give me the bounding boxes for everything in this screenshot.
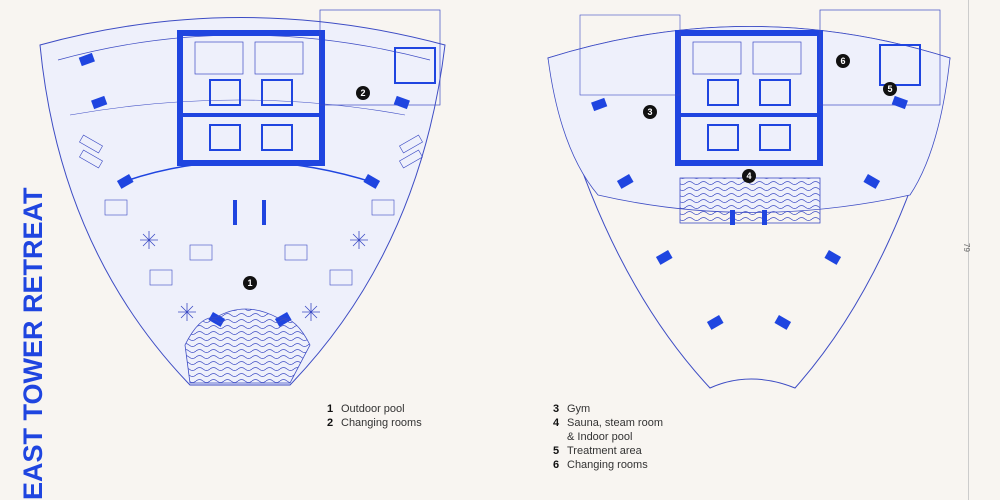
palm-trees xyxy=(140,231,368,321)
legend-label: Sauna, steam room xyxy=(567,417,663,429)
svg-text:1: 1 xyxy=(247,278,252,288)
legend-num: 4 xyxy=(553,417,560,429)
svg-text:4: 4 xyxy=(746,171,751,181)
legend-item-continued: & Indoor pool xyxy=(553,430,663,444)
marker-5: 5 xyxy=(883,82,897,96)
marker-2: 2 xyxy=(356,86,370,100)
right-floor-plan xyxy=(547,9,951,389)
page-fold-line xyxy=(968,0,969,500)
svg-text:2: 2 xyxy=(360,88,365,98)
left-floor-plan xyxy=(39,9,446,386)
svg-text:6: 6 xyxy=(840,56,845,66)
legend-label: Outdoor pool xyxy=(341,403,405,415)
core-walls-left xyxy=(177,30,325,166)
legend-item: 5 Treatment area xyxy=(553,444,663,458)
marker-1: 1 xyxy=(243,276,257,290)
svg-text:5: 5 xyxy=(887,84,892,94)
marker-4: 4 xyxy=(742,169,756,183)
legend-item: 1 Outdoor pool xyxy=(327,402,422,416)
legend-num: 2 xyxy=(327,417,334,429)
legend-num: 1 xyxy=(327,403,334,415)
legend-label: & Indoor pool xyxy=(567,431,633,443)
legend-left: 1 Outdoor pool 2 Changing rooms xyxy=(327,402,422,430)
legend-label: Changing rooms xyxy=(567,459,648,471)
legend-label: Gym xyxy=(567,403,591,415)
legend-label: Changing rooms xyxy=(341,417,422,429)
legend-num: 5 xyxy=(553,445,560,457)
legend-num: 6 xyxy=(553,459,560,471)
legend-num: 3 xyxy=(553,403,560,415)
outdoor-pool xyxy=(184,308,311,384)
page-number: 79 xyxy=(961,243,971,252)
marker-6: 6 xyxy=(836,54,850,68)
svg-text:3: 3 xyxy=(647,107,652,117)
legend-item: 2 Changing rooms xyxy=(327,416,422,430)
marker-3: 3 xyxy=(643,105,657,119)
indoor-pool xyxy=(679,177,821,224)
legend-label: Treatment area xyxy=(567,445,642,457)
legend-item: 6 Changing rooms xyxy=(553,458,663,472)
legend-item: 4 Sauna, steam room xyxy=(553,416,663,430)
legend-item: 3 Gym xyxy=(553,402,663,416)
